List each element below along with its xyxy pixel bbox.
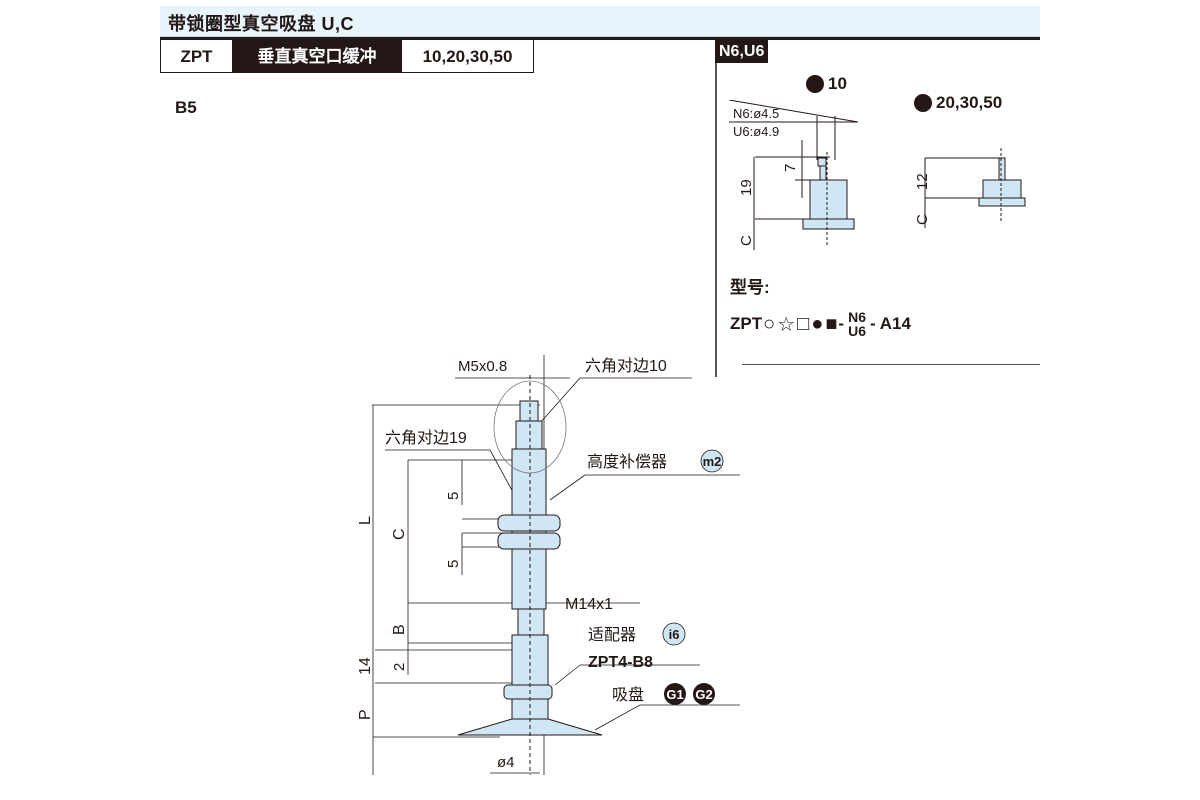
label-compensator: 高度补偿器 [587, 453, 667, 471]
label-bore: ø4 [497, 754, 515, 771]
badge-m2: m2 [700, 449, 724, 473]
label-adapter-model: ZPT4-B8 [588, 654, 653, 671]
variant-a-label: 10 [806, 74, 847, 94]
model-suffix: - A14 [870, 314, 911, 333]
dim-2: 2 [391, 663, 408, 671]
dim-c-a: C [738, 235, 755, 246]
spec-type: 垂直真空口缓冲 [233, 40, 402, 73]
spec-sizes: 10,20,30,50 [402, 40, 534, 73]
adapter-ring [503, 684, 553, 700]
panel-bottom-rule [742, 364, 1040, 365]
dim-c-b: C [914, 214, 931, 225]
square-filled-icon: ■ [825, 312, 838, 335]
label-adapter: 适配器 [588, 626, 636, 644]
dim-5-top: 5 [445, 492, 462, 500]
page-title: 带锁圈型真空吸盘 U,C [168, 14, 354, 34]
model-stack: N6 U6 [848, 310, 866, 338]
spec-row: ZPT 垂直真空口缓冲 10,20,30,50 [160, 40, 534, 73]
svg-text:m2: m2 [703, 454, 722, 469]
variant-b-label: 20,30,50 [914, 93, 1002, 113]
dim-5-bottom: 5 [445, 560, 462, 568]
badge-g2: G2 [693, 683, 715, 705]
dim-19: 19 [738, 179, 755, 196]
model-stack-top: N6 [848, 309, 866, 325]
barb-tip [817, 157, 827, 167]
title-bar: 带锁圈型真空吸盘 U,C [160, 6, 1040, 37]
dim-line [728, 100, 859, 123]
dim-L: L [357, 516, 374, 525]
circle-filled-icon: ● [811, 312, 824, 335]
dim-12: 12 [914, 173, 931, 190]
label-hex10: 六角对边10 [585, 357, 667, 375]
svg-text:G1: G1 [666, 687, 683, 702]
bullet-dot-icon [806, 75, 824, 93]
dim-B: B [391, 624, 408, 635]
star-outline-icon: ☆ [777, 313, 796, 336]
badge-i6: i6 [662, 622, 686, 646]
variant-a-text: 10 [828, 74, 847, 93]
label-m14: M14x1 [565, 596, 613, 613]
spec-series: ZPT [160, 40, 233, 73]
lock-nut-1 [497, 514, 561, 532]
hex-body [809, 179, 848, 220]
dim-u6: U6:ø4.9 [733, 124, 779, 139]
dim-14: 14 [357, 657, 374, 675]
square-outline-icon: □ [797, 312, 810, 335]
dim-n6: N6:ø4.5 [733, 106, 779, 121]
hex10-nut [515, 420, 543, 450]
model-label: 型号: [730, 278, 770, 297]
fitting-detail-drawings: N6:ø4.5 U6:ø4.9 7 19 C 12 C [728, 100, 1026, 250]
header-rule [160, 37, 1040, 40]
model-stack-bottom: U6 [848, 323, 866, 339]
variant-b-text: 20,30,50 [936, 93, 1003, 112]
label-m5: M5x0.8 [458, 358, 507, 375]
model-dash: - [838, 314, 845, 333]
label-pad: 吸盘 [612, 685, 644, 704]
bullet-dot-icon [914, 94, 932, 112]
circle-outline-icon: ○ [763, 312, 776, 335]
panel-divider [715, 40, 717, 377]
svg-text:G2: G2 [695, 687, 712, 702]
model-code: ZPT ○ ☆ □ ● ■ - N6 U6 - A14 [730, 310, 911, 338]
shaft [517, 608, 545, 636]
assembly-drawing: M5x0.8 六角对边10 六角对边19 高度补偿器 m2 M14x1 适配器 … [357, 355, 740, 775]
lock-nut-2 [497, 532, 561, 550]
dim-P: P [357, 709, 374, 720]
dim-7: 7 [782, 164, 799, 172]
dim-C: C [391, 528, 408, 540]
badge-g1: G1 [664, 683, 686, 705]
top-thread [519, 400, 539, 422]
svg-text:i6: i6 [669, 627, 680, 642]
section-code: B5 [175, 98, 197, 117]
model-prefix: ZPT [730, 314, 763, 333]
panel-tag: N6,U6 [715, 40, 769, 63]
label-hex19: 六角对边19 [385, 429, 467, 447]
